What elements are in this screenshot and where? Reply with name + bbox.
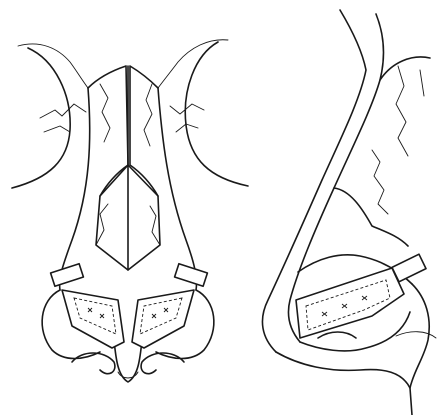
left-sidewall bbox=[60, 88, 90, 290]
left-orbit-outline bbox=[12, 48, 70, 188]
right-graft bbox=[132, 264, 207, 348]
right-frontal-bone-line bbox=[158, 40, 228, 88]
left-frontal-bone-line bbox=[18, 44, 88, 88]
right-sidewall bbox=[158, 88, 197, 290]
lateral-graft bbox=[296, 254, 426, 338]
lip-detail bbox=[396, 332, 436, 338]
cartilage-fracture-lateral bbox=[372, 150, 388, 214]
cheek-contour bbox=[410, 284, 429, 388]
frontal-view-panel bbox=[12, 40, 248, 382]
left-nasal-bone bbox=[88, 66, 128, 196]
left-graft bbox=[51, 264, 124, 348]
columella bbox=[114, 340, 142, 382]
left-fracture-line bbox=[40, 104, 86, 132]
right-nostril bbox=[141, 353, 184, 374]
left-nostril bbox=[72, 353, 115, 374]
right-orbit-outline bbox=[185, 42, 248, 186]
lateral-view-panel bbox=[262, 10, 436, 415]
lateral-cartilage-edge bbox=[334, 188, 408, 246]
upper-lip bbox=[276, 352, 412, 415]
nasal-bone-lateral bbox=[380, 57, 430, 80]
nostril-lateral bbox=[318, 332, 356, 338]
nasal-bone-fracture-lateral bbox=[396, 66, 424, 156]
